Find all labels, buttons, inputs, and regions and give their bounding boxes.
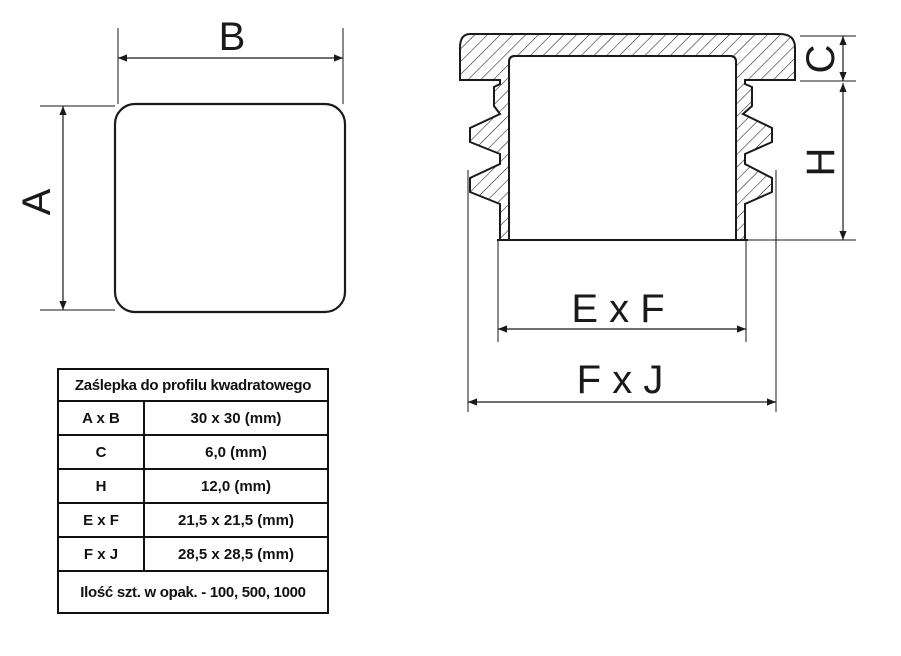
dimension-b-label: B [219,15,246,59]
table-row: E x F 21,5 x 21,5 (mm) [57,502,329,538]
dimension-c-label: C [799,45,843,74]
table-row: H 12,0 (mm) [57,468,329,504]
spec-table-title: Zaślepka do profilu kwadratowego [57,368,329,402]
spec-table-header: Zaślepka do profilu kwadratowego [57,368,329,402]
table-row: A x B 30 x 30 (mm) [57,400,329,436]
spec-table-footer: Ilość szt. w opak. - 100, 500, 1000 [57,570,329,614]
cross-section-view: C H E x F F x J [459,33,856,412]
cap-inner-cavity [508,55,737,240]
spec-key: H [57,468,145,504]
spec-value: 12,0 (mm) [143,468,329,504]
dimension-a-label: A [15,188,59,215]
front-view: B A [15,15,347,314]
cap-square-outline [113,102,347,314]
dimension-h-label: H [799,148,843,177]
dimension-exf-label: E x F [571,287,664,331]
table-row: C 6,0 (mm) [57,434,329,470]
spec-key: E x F [57,502,145,538]
spec-value: 28,5 x 28,5 (mm) [143,536,329,572]
spec-key: C [57,434,145,470]
spec-value: 30 x 30 (mm) [143,400,329,436]
spec-table: Zaślepka do profilu kwadratowego A x B 3… [57,368,329,614]
table-row: F x J 28,5 x 28,5 (mm) [57,536,329,572]
spec-key: A x B [57,400,145,436]
spec-value: 21,5 x 21,5 (mm) [143,502,329,538]
dimension-fxj-label: F x J [577,358,664,402]
package-quantity: Ilość szt. w opak. - 100, 500, 1000 [57,570,329,614]
spec-value: 6,0 (mm) [143,434,329,470]
spec-key: F x J [57,536,145,572]
